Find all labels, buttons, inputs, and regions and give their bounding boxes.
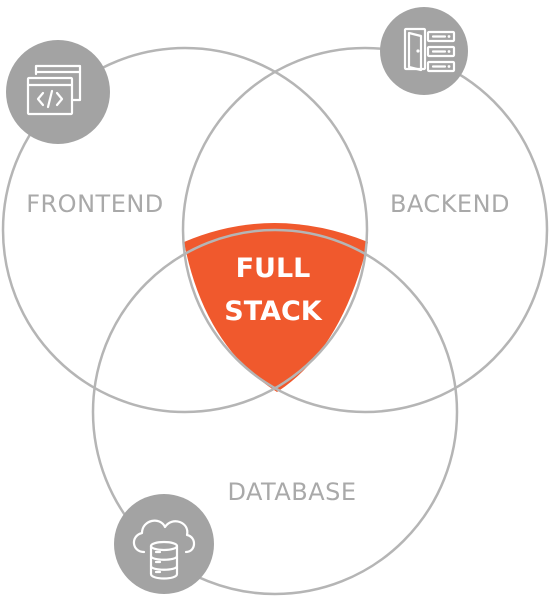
backend-circle [181,46,549,414]
frontend-circle [1,46,369,414]
backend-label: BACKEND [390,190,510,218]
full-stack-label-line2: STACK [224,296,322,327]
cloud-database-icon [114,494,214,594]
frontend-label: FRONTEND [26,190,164,218]
database-circle [91,228,459,596]
server-door-icon [380,7,468,95]
full-stack-label-line1: FULL [236,253,311,284]
full-stack-region [184,223,368,392]
code-window-icon [6,40,110,144]
database-label: DATABASE [227,478,356,506]
